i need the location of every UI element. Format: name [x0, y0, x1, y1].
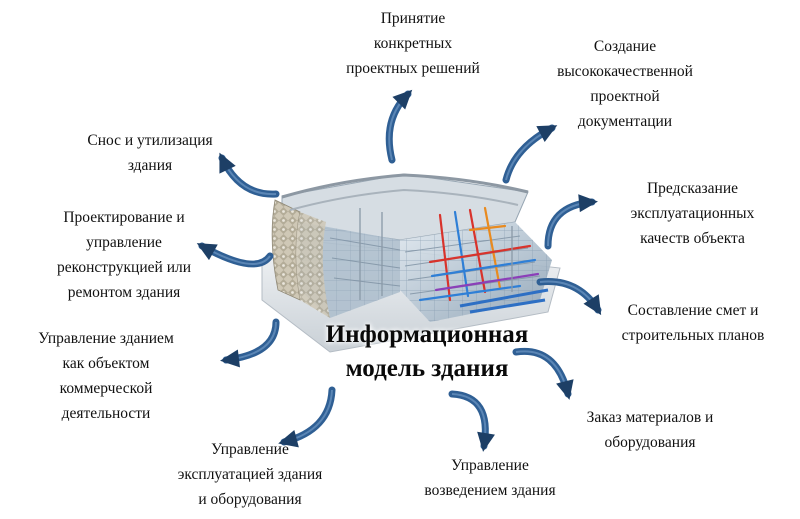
arrowhead-icon — [583, 294, 602, 316]
label-construction: Управление возведением здания — [424, 457, 556, 499]
label-demolition: Снос и утилизация здания — [87, 132, 213, 174]
arrowhead-icon — [536, 125, 558, 143]
arrowhead-icon — [219, 152, 236, 174]
arrowhead-icon — [220, 349, 240, 368]
arrowhead-icon — [578, 194, 598, 213]
arrowhead-icon — [392, 89, 413, 110]
center-title: Информационная модель здания — [325, 321, 529, 382]
label-estimates: Составление смет и строительных планов — [621, 302, 765, 344]
label-decisions: Принятие конкретных проектных решений — [346, 10, 480, 77]
label-materials: Заказ материалов и оборудования — [586, 409, 714, 451]
label-reconstruction: Проектирование и управление реконструкци… — [56, 209, 192, 301]
label-operation: Управление эксплуатацией здания и оборуд… — [177, 441, 323, 508]
arrowhead-icon — [278, 430, 299, 448]
arrows-group — [196, 89, 602, 452]
label-prediction: Предсказание эксплуатационных качеств об… — [630, 180, 755, 247]
label-documentation: Создание высококачественной проектной до… — [557, 38, 693, 130]
building-model-icon — [261, 173, 561, 353]
arrowhead-icon — [556, 379, 574, 400]
arrowhead-icon — [477, 431, 495, 452]
label-commercial: Управление зданием как объектом коммерче… — [38, 330, 174, 422]
arrowhead-icon — [196, 243, 218, 261]
